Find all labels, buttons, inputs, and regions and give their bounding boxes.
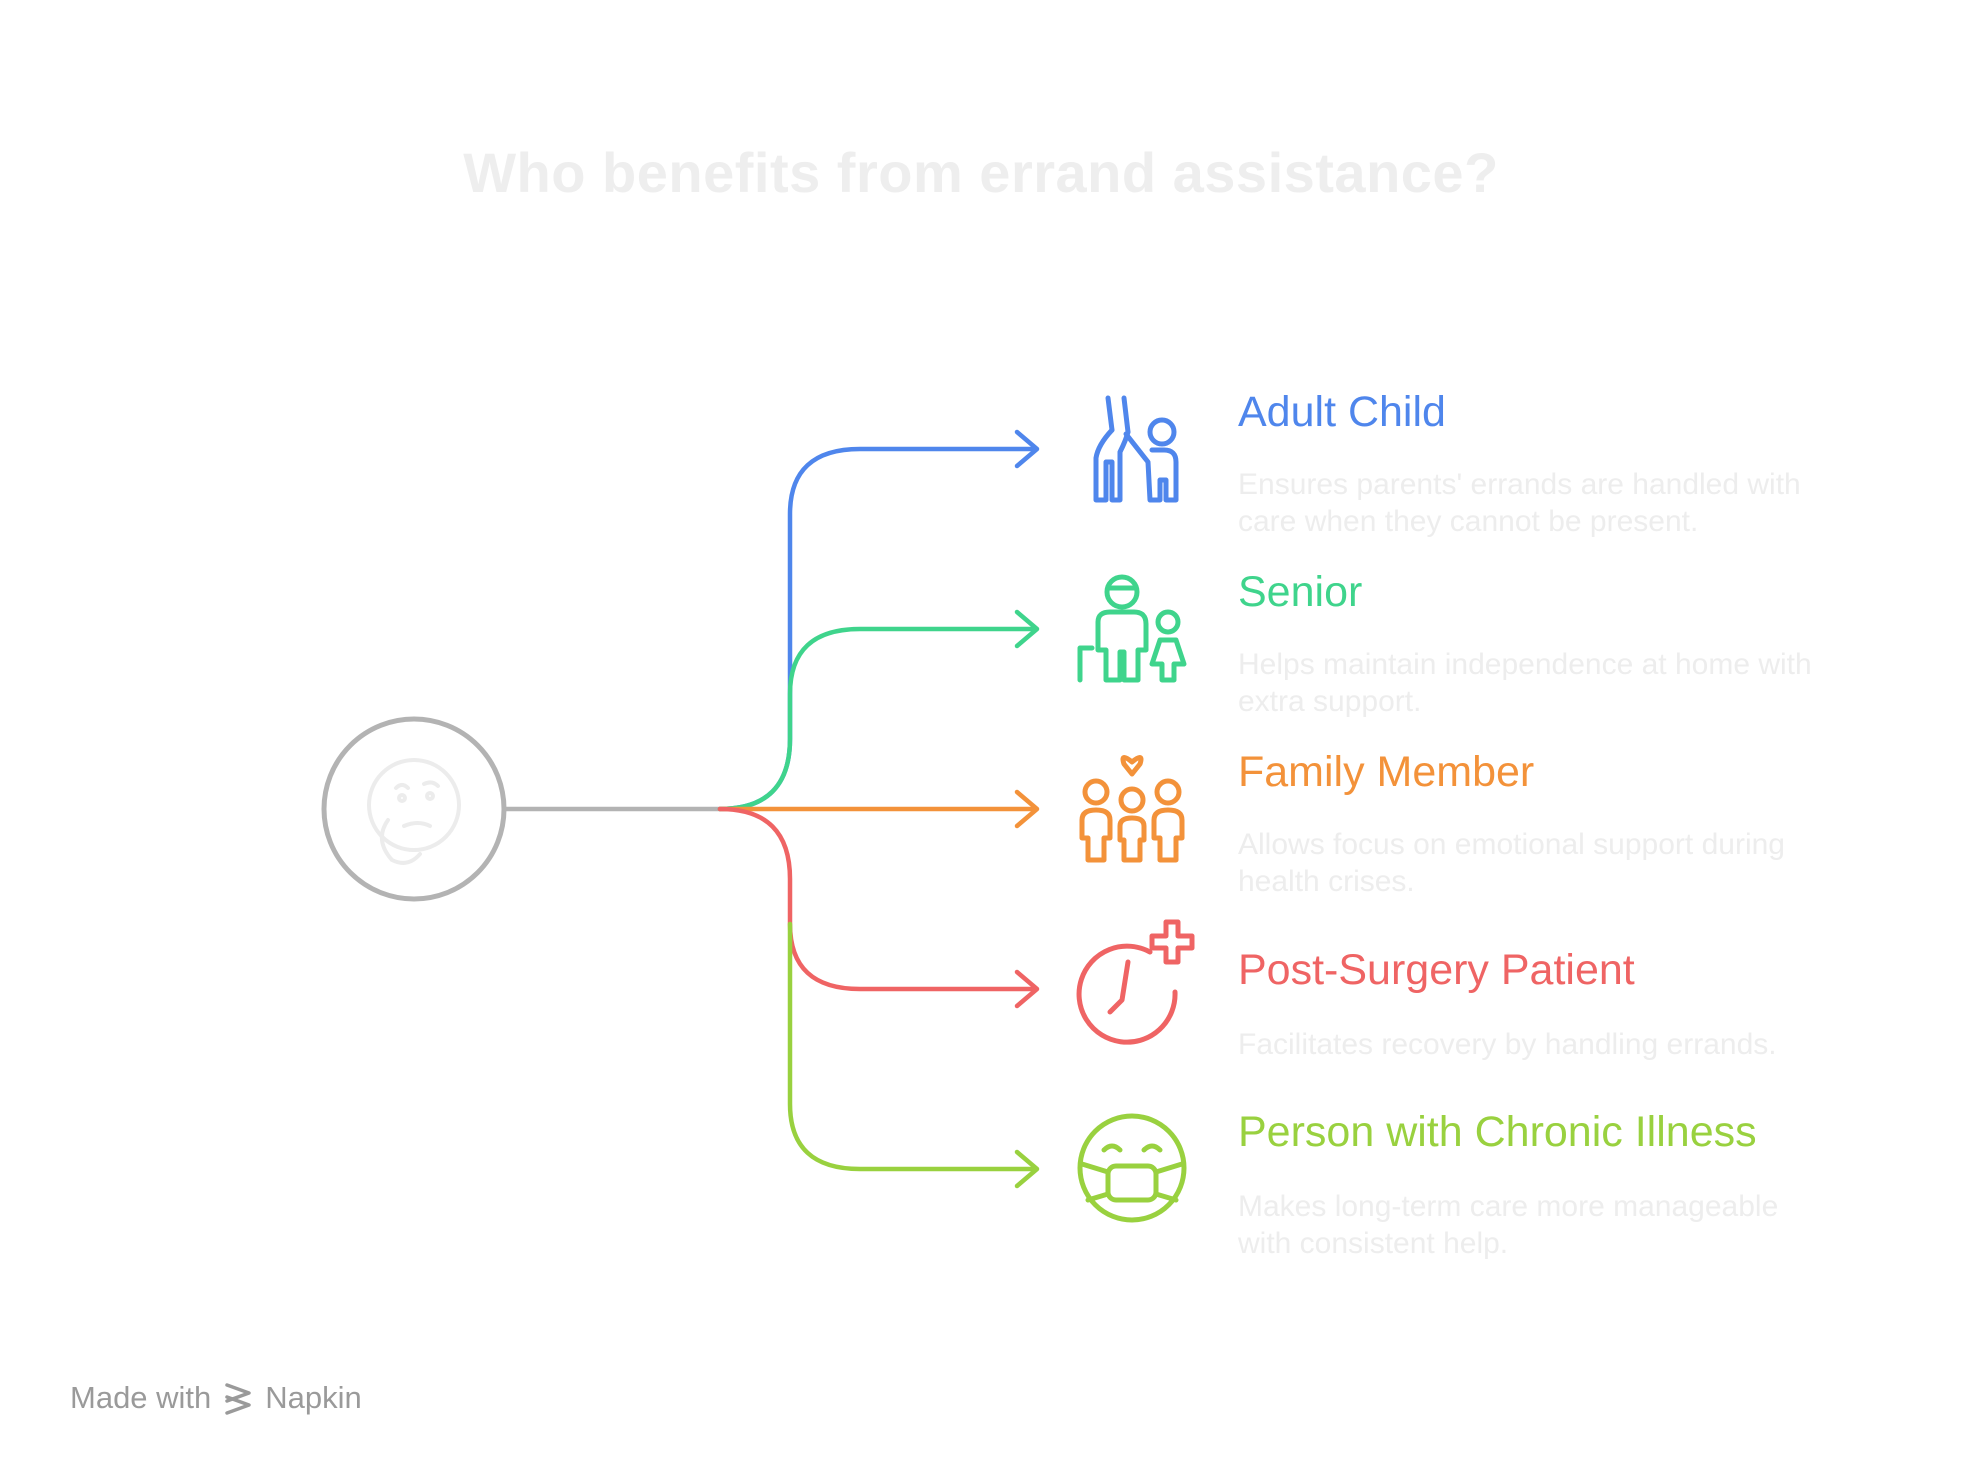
footer-attribution: Made with Napkin	[70, 1380, 362, 1416]
branch-desc-adult-child: Ensures parents' errands are handled wit…	[1238, 468, 1801, 538]
branch-desc-post-surgery: Facilitates recovery by handling errands…	[1238, 1028, 1777, 1061]
branch-desc-family-member: Allows focus on emotional support during…	[1238, 828, 1785, 898]
connector-senior	[717, 626, 1038, 812]
branch-title-adult-child: Adult Child	[1238, 388, 1446, 436]
center-circle	[321, 716, 507, 902]
thinking-face-icon	[367, 758, 461, 865]
made-with-text: Made with	[70, 1380, 212, 1415]
branch-title-chronic-illness: Person with Chronic Illness	[1238, 1108, 1757, 1156]
napkin-brand-text: Napkin	[265, 1380, 362, 1415]
adult-helping-child-icon	[1093, 395, 1179, 503]
connector-post-surgery	[717, 806, 1038, 992]
branch-title-post-surgery: Post-Surgery Patient	[1238, 946, 1635, 994]
branch-title-senior: Senior	[1238, 568, 1363, 616]
arrowhead-post-surgery	[1014, 969, 1040, 1009]
arrowhead-adult-child	[1014, 429, 1040, 469]
connector-chronic-illness	[787, 921, 1038, 1172]
medical-clock-icon	[1076, 919, 1195, 1045]
branch-desc-senior: Helps maintain independence at home with…	[1238, 648, 1812, 718]
center-node	[321, 716, 507, 902]
branch-title-family-member: Family Member	[1238, 748, 1535, 796]
family-with-heart-icon	[1079, 755, 1185, 863]
senior-with-cane-icon	[1077, 574, 1187, 683]
napkin-logo-icon	[225, 1383, 252, 1415]
diagram-title: Who benefits from errand assistance?	[463, 141, 1499, 204]
arrowhead-senior	[1014, 609, 1040, 649]
masked-face-icon	[1077, 1113, 1187, 1223]
arrowhead-chronic-illness	[1014, 1149, 1040, 1189]
arrowhead-family-member	[1014, 789, 1040, 829]
branch-desc-chronic-illness: Makes long-term care more manageable wit…	[1238, 1190, 1779, 1260]
